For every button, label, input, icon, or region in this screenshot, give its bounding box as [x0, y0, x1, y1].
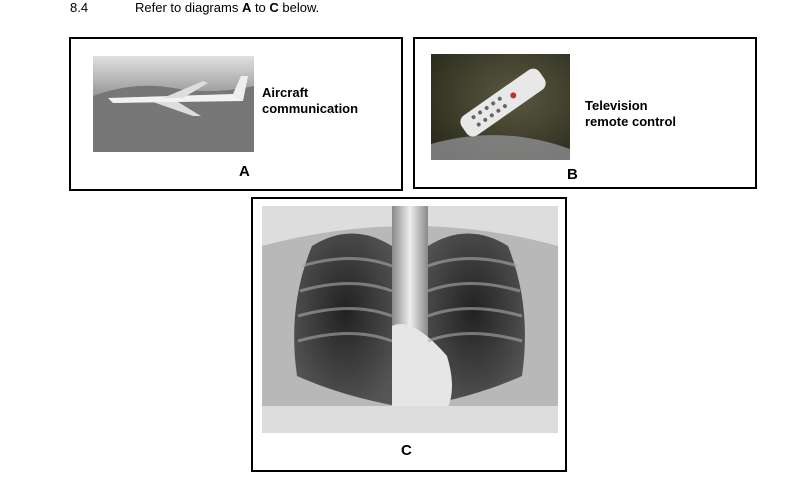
- label-b: B: [567, 166, 578, 183]
- remote-control-image: [431, 54, 570, 160]
- aircraft-image: [93, 56, 254, 152]
- question-text: Refer to diagrams A to C below.: [135, 0, 320, 15]
- diagram-c: C: [251, 197, 567, 472]
- chest-xray-image: [262, 206, 558, 433]
- question-number: 8.4: [70, 0, 89, 15]
- label-a: A: [239, 163, 250, 180]
- label-c: C: [401, 442, 412, 459]
